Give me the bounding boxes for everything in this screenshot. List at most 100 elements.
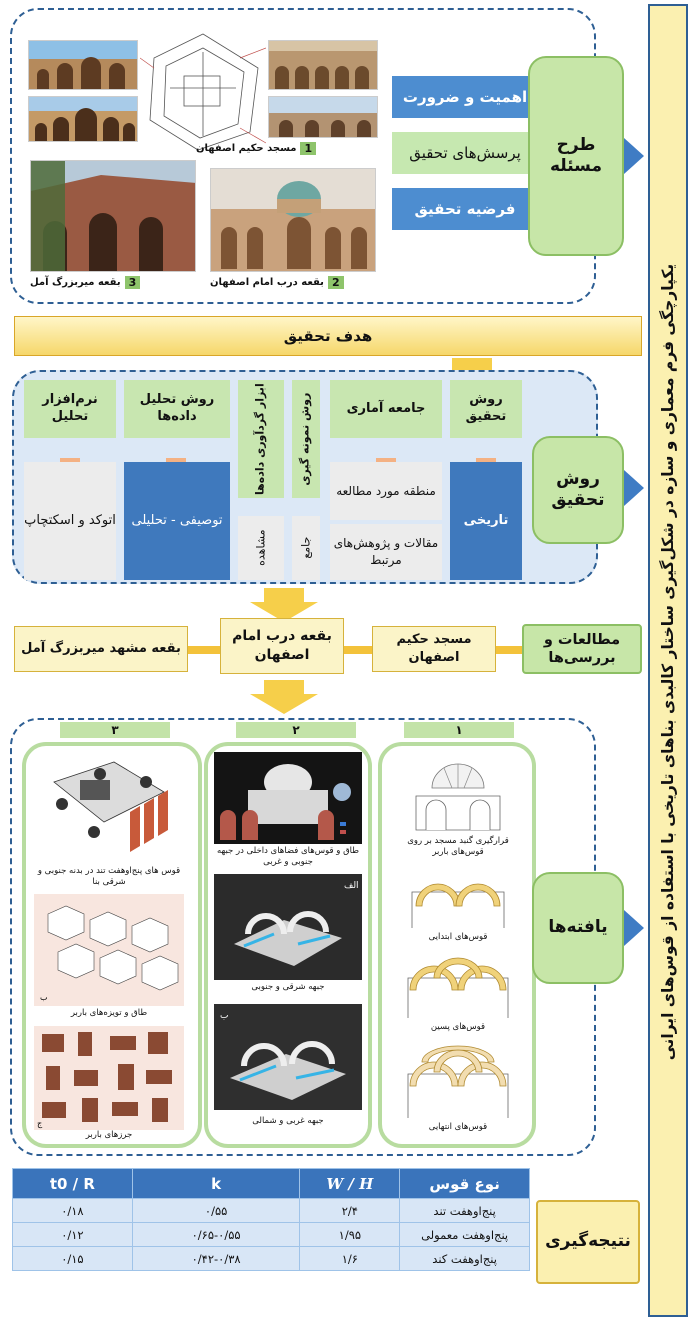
finding1-caption-4: قوس‌های انتهایی bbox=[428, 1122, 488, 1132]
studies-label: مطالعات و بررسی‌ها bbox=[522, 624, 642, 674]
finding2-render-2: الف bbox=[214, 874, 362, 980]
case1-number: 1 bbox=[300, 141, 317, 155]
case2-caption: 2 بقعه درب امام اصفهان bbox=[210, 274, 376, 290]
finding2-render-3: ب bbox=[214, 1004, 362, 1110]
method-col-tools: ابزار گردآوری داده‌ها bbox=[238, 380, 284, 498]
cell: پنج‌اوهفت کند bbox=[399, 1246, 530, 1271]
research-questions-button[interactable]: پرسش‌های تحقیق bbox=[392, 132, 538, 174]
method-col-population: جامعه آماری bbox=[330, 380, 442, 438]
col-arch-type: نوع قوس bbox=[399, 1168, 530, 1199]
study-item-hakim: مسجد حکیم اصفهان bbox=[372, 626, 496, 672]
finding3-caption-2: طاق و تویزه‌های باربر bbox=[70, 1008, 148, 1018]
case2-photo bbox=[210, 168, 376, 272]
finding3-plan-drawing: ج bbox=[34, 1026, 184, 1130]
finding2-number: ۲ bbox=[236, 722, 356, 738]
method-cell-articles: مقالات و پژوهش‌های مرتبط bbox=[330, 524, 442, 580]
case2-number: 2 bbox=[327, 275, 344, 289]
strip bbox=[166, 458, 186, 462]
method-col-tools-label: ابزار گردآوری داده‌ها bbox=[253, 383, 267, 495]
finding3-arches-drawing bbox=[34, 752, 184, 864]
finding3-caption-3: جرزهای باربر bbox=[85, 1130, 133, 1140]
case3-name: بقعه میربزرگ آمل bbox=[30, 276, 121, 288]
finding2-render-1 bbox=[214, 752, 362, 844]
method-col-research: روش تحقیق bbox=[450, 380, 522, 438]
finding1-secondary-arches bbox=[392, 948, 524, 1020]
cell: ۰/۱۵ bbox=[12, 1246, 133, 1271]
study-item-darb-imam: بقعه درب امام اصفهان bbox=[220, 618, 344, 674]
conclusion-label: نتیجه‌گیری bbox=[536, 1200, 640, 1284]
method-cell-observation-label: مشاهده bbox=[254, 529, 268, 567]
results-table: نوع قوس W / H k t0 / R پنج‌اوهفت تند ۲/۴… bbox=[12, 1168, 530, 1271]
findings-arrow-icon bbox=[624, 910, 644, 946]
findings-label: یافته‌ها bbox=[532, 872, 624, 984]
case1-plan-drawing bbox=[139, 28, 267, 154]
cell: پنج‌اوهفت معمولی bbox=[399, 1222, 530, 1247]
method-cell-observation: مشاهده bbox=[238, 516, 284, 580]
method-cell-descriptive: توصیفی - تحلیلی bbox=[124, 462, 230, 580]
method-col-sampling: روش نمونه گیری bbox=[292, 380, 320, 498]
problem-label: طرح مسئله bbox=[528, 56, 624, 256]
cell: ۰/۴۲-۰/۳۸ bbox=[131, 1246, 301, 1271]
case1-photo-right-top bbox=[268, 40, 378, 90]
col-w-h-label: W / H bbox=[326, 1174, 374, 1193]
finding1-caption-1: قرارگیری گنبد مسجد بر روی قوس‌های باربر bbox=[407, 836, 509, 858]
study-item-mirbozorg: بقعه مشهد میربزرگ آمل bbox=[14, 626, 188, 672]
method-cell-comprehensive: جامع bbox=[292, 516, 320, 580]
finding3-piers-drawing: ب bbox=[34, 894, 184, 1006]
finding3-tag-j: ج bbox=[37, 1119, 43, 1128]
finding2-caption-3: جبهه غربی و شمالی bbox=[252, 1116, 324, 1126]
cell: ۰/۵۵ bbox=[131, 1198, 301, 1223]
page-title: یکپارچگی فرم معماری و سازه در شکل‌گیری س… bbox=[659, 263, 677, 1061]
method-cell-software: اتوکد و اسکتچاپ bbox=[24, 462, 116, 580]
finding3-caption-1: قوس های پنج‌اوهفت تند در بدنه جنوبی و شر… bbox=[37, 866, 181, 888]
table-row: پنج‌اوهفت تند ۲/۴ ۰/۵۵ ۰/۱۸ bbox=[12, 1198, 530, 1223]
results-header-row: نوع قوس W / H k t0 / R bbox=[12, 1168, 530, 1199]
goal-banner: هدف تحقیق bbox=[14, 316, 642, 356]
cell: ۲/۴ bbox=[299, 1198, 401, 1223]
method-col-software: نرم‌افزار تحلیل bbox=[24, 380, 116, 438]
method-cell-study-area: منطقه مورد مطالعه bbox=[330, 462, 442, 520]
method-cell-historical: تاریخی bbox=[450, 462, 522, 580]
case1-name: مسجد حکیم اصفهان bbox=[196, 142, 297, 154]
finding1-primary-arches bbox=[392, 866, 524, 930]
hypothesis-button[interactable]: فرضیه تحقیق bbox=[392, 188, 538, 230]
case3-number: 3 bbox=[124, 275, 141, 289]
finding3-number: ۳ bbox=[60, 722, 170, 738]
importance-button[interactable]: اهمیت و ضرورت bbox=[392, 76, 538, 118]
cell: ۰/۶۵-۰/۵۵ bbox=[131, 1222, 301, 1247]
finding2-tag-alef: الف bbox=[344, 881, 359, 891]
strip bbox=[60, 458, 80, 462]
case2-name: بقعه درب امام اصفهان bbox=[210, 276, 324, 288]
method-down-arrow-icon bbox=[250, 588, 318, 622]
finding1-number: ۱ bbox=[404, 722, 514, 738]
col-w-h: W / H bbox=[299, 1168, 401, 1199]
col-t0-r: t0 / R bbox=[12, 1168, 133, 1199]
finding3-tag-b: ب bbox=[40, 993, 48, 1002]
cell: ۰/۱۸ bbox=[12, 1198, 133, 1223]
finding1-final-arches bbox=[392, 1040, 524, 1120]
cell: ۰/۱۲ bbox=[12, 1222, 133, 1247]
case3-caption: 3 بقعه میربزرگ آمل bbox=[30, 274, 196, 290]
finding1-caption-2: قوس‌های ابتدایی bbox=[428, 932, 488, 942]
case3-photo bbox=[30, 160, 196, 272]
method-label: روش تحقیق bbox=[532, 436, 624, 544]
table-row: پنج‌اوهفت معمولی ۱/۹۵ ۰/۶۵-۰/۵۵ ۰/۱۲ bbox=[12, 1222, 530, 1247]
strip bbox=[376, 458, 396, 462]
strip bbox=[476, 458, 496, 462]
finding2-caption-1: طاق و قوس‌های فضاهای داخلی در جبهه جنوبی… bbox=[216, 846, 360, 868]
col-k: k bbox=[131, 1168, 301, 1199]
finding2-tag-b: ب bbox=[220, 1011, 228, 1021]
finding1-dome-drawing bbox=[392, 752, 524, 834]
title-bar: یکپارچگی فرم معماری و سازه در شکل‌گیری س… bbox=[648, 4, 688, 1317]
method-arrow-icon bbox=[624, 470, 644, 506]
case1-photo-top bbox=[28, 40, 138, 90]
case1-photo-right-bottom bbox=[268, 96, 378, 138]
finding1-caption-3: قوس‌های پسین bbox=[430, 1022, 486, 1032]
finding2-caption-2: جبهه شرقی و جنوبی bbox=[251, 982, 325, 992]
studies-down-arrow-icon bbox=[250, 680, 318, 714]
problem-arrow-icon bbox=[624, 138, 644, 174]
case1-photo-bottom bbox=[28, 96, 138, 142]
cell: ۱/۶ bbox=[299, 1246, 401, 1271]
cell: ۱/۹۵ bbox=[299, 1222, 401, 1247]
cell: پنج‌اوهفت تند bbox=[399, 1198, 530, 1223]
